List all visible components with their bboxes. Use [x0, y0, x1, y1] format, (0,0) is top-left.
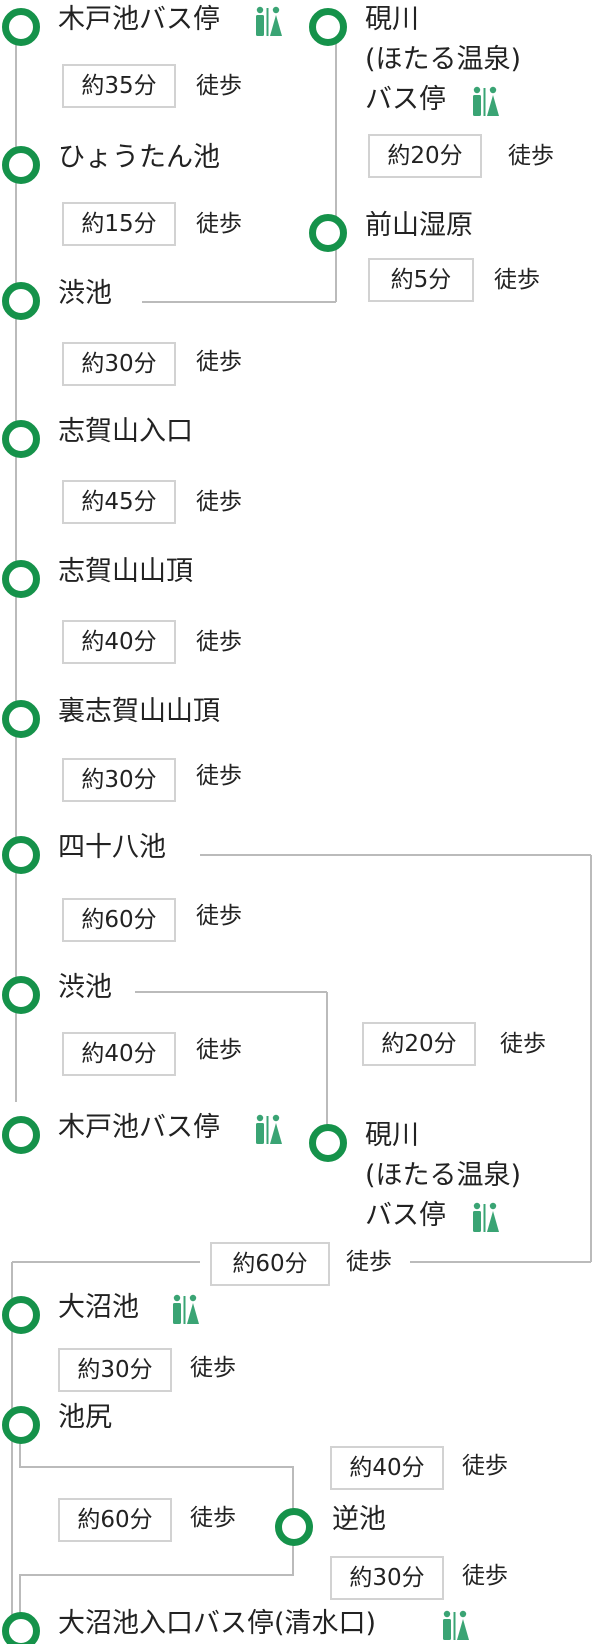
time-box: 約35分 — [62, 64, 176, 108]
walk-label: 徒歩 — [462, 1556, 508, 1596]
stop-kidoike-bus: 木戸池バス停 — [58, 0, 220, 40]
stop-hyoutan-ike: ひょうたん池 — [58, 138, 220, 178]
stop-node — [2, 420, 40, 458]
stop-node — [2, 1296, 40, 1334]
stop-node — [275, 1508, 313, 1546]
stop-urashiga-sancho: 裏志賀山山頂 — [58, 692, 220, 732]
toilet-icon — [256, 1114, 282, 1144]
stop-onuma-iriguchi-bus: 大沼池入口バス停(清水口) — [58, 1604, 377, 1644]
stop-node — [309, 214, 347, 252]
walk-label: 徒歩 — [462, 1446, 508, 1486]
walk-label: 徒歩 — [196, 1030, 242, 1070]
time-box: 約40分 — [330, 1446, 444, 1490]
time-box: 約60分 — [210, 1242, 330, 1286]
time-box: 約20分 — [362, 1022, 476, 1066]
walk-label: 徒歩 — [190, 1498, 236, 1538]
stop-node — [309, 8, 347, 46]
stop-node — [2, 700, 40, 738]
time-box: 約30分 — [62, 758, 176, 802]
walk-label: 徒歩 — [494, 260, 540, 300]
stop-suzurikawa-2-line1: 硯川 — [365, 1116, 419, 1156]
stop-shijuhachi-ike: 四十八池 — [58, 828, 166, 868]
walk-label: 徒歩 — [508, 136, 554, 176]
time-box: 約15分 — [62, 202, 176, 246]
walk-label: 徒歩 — [196, 756, 242, 796]
stop-suzurikawa-line1: 硯川 — [365, 0, 419, 40]
time-box: 約45分 — [62, 480, 176, 524]
walk-label: 徒歩 — [500, 1024, 546, 1064]
time-box: 約30分 — [330, 1556, 444, 1600]
time-box: 約40分 — [62, 1032, 176, 1076]
stop-node — [2, 282, 40, 320]
walk-label: 徒歩 — [196, 896, 242, 936]
stop-node — [309, 1124, 347, 1162]
time-box: 約40分 — [62, 620, 176, 664]
stop-node — [2, 836, 40, 874]
stop-shiga-sancho: 志賀山山頂 — [58, 552, 193, 592]
stop-shibu-ike: 渋池 — [58, 274, 112, 314]
time-box: 約5分 — [368, 258, 474, 302]
stop-onuma-ike: 大沼池 — [58, 1288, 139, 1328]
stop-node — [2, 1116, 40, 1154]
stop-suzurikawa-line2: (ほたる温泉) — [365, 40, 522, 80]
stop-suzurikawa-2-line2: (ほたる温泉) — [365, 1156, 522, 1196]
toilet-icon — [173, 1294, 199, 1324]
stop-node — [2, 1612, 40, 1644]
toilet-icon — [473, 1202, 499, 1232]
time-box: 約20分 — [368, 134, 482, 178]
walk-label: 徒歩 — [196, 204, 242, 244]
stop-node — [2, 560, 40, 598]
toilet-icon — [443, 1610, 469, 1640]
stop-kidoike-bus-2: 木戸池バス停 — [58, 1108, 220, 1148]
walk-label: 徒歩 — [190, 1348, 236, 1388]
time-box: 約60分 — [58, 1498, 172, 1542]
time-box: 約30分 — [58, 1348, 172, 1392]
stop-node — [2, 976, 40, 1014]
time-box: 約60分 — [62, 898, 176, 942]
stop-node — [2, 1406, 40, 1444]
time-box: 約30分 — [62, 342, 176, 386]
walk-label: 徒歩 — [196, 66, 242, 106]
walk-label: 徒歩 — [346, 1242, 392, 1282]
walk-label: 徒歩 — [196, 622, 242, 662]
stop-ikejiri: 池尻 — [58, 1398, 112, 1438]
stop-node — [2, 8, 40, 46]
toilet-icon — [256, 6, 282, 36]
walk-label: 徒歩 — [196, 482, 242, 522]
stop-sakasa-ike: 逆池 — [332, 1500, 386, 1540]
stop-suzurikawa-line3: バス停 — [365, 80, 446, 120]
walk-label: 徒歩 — [196, 342, 242, 382]
stop-node — [2, 146, 40, 184]
stop-maeyama-shitsugen: 前山湿原 — [365, 206, 473, 246]
stop-shiga-iriguchi: 志賀山入口 — [58, 412, 193, 452]
stop-shibu-ike-2: 渋池 — [58, 968, 112, 1008]
toilet-icon — [473, 86, 499, 116]
stop-suzurikawa-2-line3: バス停 — [365, 1196, 446, 1236]
